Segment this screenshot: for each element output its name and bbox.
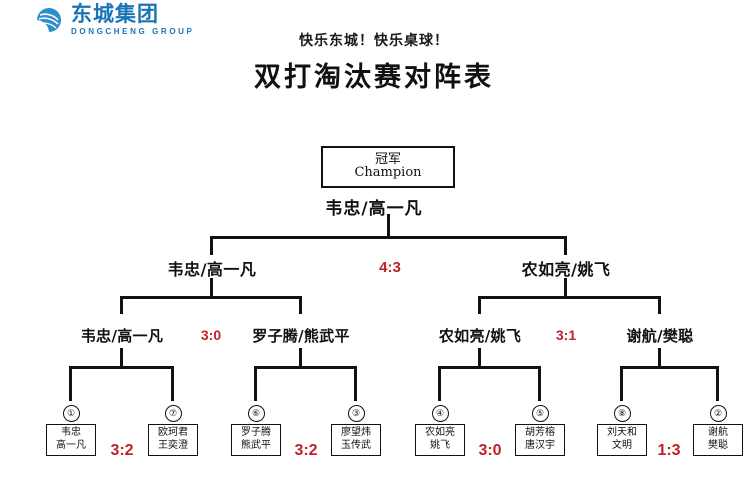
brand-text: 东城集团 DONGCHENG GROUP — [71, 4, 194, 36]
connector-semi-left-horizontal — [120, 296, 302, 299]
seed-number: ③ — [347, 405, 365, 422]
semifinal-2-left-label: 农如亮/姚飞 — [438, 327, 522, 345]
seed-number: ⑧ — [613, 405, 631, 422]
connector-r1-1-stem — [120, 348, 123, 368]
seed-entry: ④ 农如亮 姚飞 — [415, 405, 465, 456]
connector-final-drop-right — [564, 236, 567, 255]
finalist-right-label: 农如亮/姚飞 — [521, 260, 611, 279]
seed-box: 刘天和 文明 — [597, 424, 647, 456]
connector-r1-4-drop-left — [620, 366, 623, 401]
seed-player-1: 罗子腾 — [241, 427, 271, 438]
seed-entry: ⑧ 刘天和 文明 — [597, 405, 647, 456]
seed-number: ① — [62, 405, 80, 422]
connector-semi-right-stem — [564, 278, 567, 298]
champion-winner: 韦忠/高一凡 — [325, 199, 423, 219]
seed-box: 胡芳榕 唐汉宇 — [515, 424, 565, 456]
semifinal-1-right-label: 罗子腾/熊武平 — [252, 327, 350, 345]
seed-player-1: 欧珂君 — [158, 427, 188, 438]
connector-semi-left-stem — [210, 278, 213, 298]
seed-box: 农如亮 姚飞 — [415, 424, 465, 456]
final-score: 4:3 — [379, 259, 401, 276]
connector-r1-2-horizontal — [254, 366, 357, 369]
seed-player-2: 文明 — [612, 439, 632, 451]
seed-number: ② — [709, 405, 727, 422]
first-round-3-score: 3:0 — [478, 442, 502, 459]
brand-name-en: DONGCHENG GROUP — [71, 27, 195, 36]
champion-label-en: Champion — [354, 165, 422, 181]
seed-entry: ⑦ 欧珂君 王奕澄 — [148, 405, 198, 456]
seed-player-2: 樊聪 — [708, 439, 728, 451]
connector-final-horizontal — [210, 236, 567, 239]
connector-semi-right-drop-right — [658, 296, 661, 314]
swoosh-logo-icon — [34, 6, 64, 34]
seed-number: ④ — [431, 405, 449, 422]
seed-player-2: 熊武平 — [241, 439, 271, 451]
connector-r1-4-stem — [658, 348, 661, 368]
slogan: 快乐东城！快乐桌球！ — [299, 33, 449, 49]
semifinal-2-right-label: 谢航/樊聪 — [626, 327, 694, 345]
connector-semi-left-drop-right — [299, 296, 302, 314]
seed-box: 谢航 樊聪 — [693, 424, 743, 456]
connector-semi-left-drop-left — [120, 296, 123, 314]
seed-number: ⑤ — [531, 405, 549, 422]
seed-player-1: 廖望炜 — [341, 427, 371, 438]
connector-r1-1-horizontal — [69, 366, 174, 369]
seed-player-1: 韦忠 — [61, 427, 81, 438]
connector-final-drop-left — [210, 236, 213, 255]
first-round-2-score: 3:2 — [294, 442, 318, 459]
first-round-4-score: 1:3 — [657, 442, 681, 459]
seed-entry: ① 韦忠 高一凡 — [46, 405, 96, 456]
first-round-1-score: 3:2 — [110, 442, 134, 459]
brand-logo: 东城集团 DONGCHENG GROUP — [34, 4, 194, 36]
connector-r1-3-drop-right — [538, 366, 541, 401]
seed-entry: ⑤ 胡芳榕 唐汉宇 — [515, 405, 565, 456]
connector-r1-2-stem — [299, 348, 302, 368]
connector-r1-4-horizontal — [620, 366, 719, 369]
semifinal-1-score: 3:0 — [200, 327, 222, 343]
seed-number: ⑦ — [164, 405, 182, 422]
seed-box: 罗子腾 熊武平 — [231, 424, 281, 456]
seed-box: 欧珂君 王奕澄 — [148, 424, 198, 456]
seed-number: ⑥ — [247, 405, 265, 422]
connector-r1-1-drop-left — [69, 366, 72, 401]
connector-r1-3-drop-left — [438, 366, 441, 401]
seed-box: 韦忠 高一凡 — [46, 424, 96, 456]
connector-r1-3-stem — [478, 348, 481, 368]
seed-player-2: 王奕澄 — [158, 439, 188, 451]
seed-player-1: 谢航 — [708, 427, 728, 438]
semifinal-1-left-label: 韦忠/高一凡 — [80, 327, 164, 345]
semifinal-2-score: 3:1 — [555, 327, 577, 343]
page-title: 双打淘汰赛对阵表 — [254, 62, 494, 93]
seed-player-1: 刘天和 — [607, 427, 637, 438]
seed-player-1: 农如亮 — [425, 427, 455, 438]
connector-r1-4-drop-right — [716, 366, 719, 401]
seed-entry: ⑥ 罗子腾 熊武平 — [231, 405, 281, 456]
champion-box: 冠军 Champion — [321, 146, 455, 188]
connector-r1-2-drop-left — [254, 366, 257, 401]
champion-label-cn: 冠军 — [374, 151, 401, 167]
seed-player-2: 姚飞 — [430, 439, 450, 451]
seed-player-2: 唐汉宇 — [525, 439, 555, 451]
connector-r1-2-drop-right — [354, 366, 357, 401]
seed-entry: ③ 廖望炜 玉传武 — [331, 405, 381, 456]
connector-semi-right-drop-left — [478, 296, 481, 314]
connector-r1-3-horizontal — [438, 366, 541, 369]
seed-player-1: 胡芳榕 — [525, 427, 555, 438]
connector-r1-1-drop-right — [171, 366, 174, 401]
finalist-left-label: 韦忠/高一凡 — [167, 260, 257, 279]
connector-semi-right-horizontal — [478, 296, 661, 299]
brand-name-cn: 东城集团 — [71, 2, 159, 26]
connector-final-stem — [387, 214, 390, 238]
seed-player-2: 玉传武 — [341, 439, 371, 451]
seed-player-2: 高一凡 — [56, 439, 86, 451]
seed-entry: ② 谢航 樊聪 — [693, 405, 743, 456]
seed-box: 廖望炜 玉传武 — [331, 424, 381, 456]
